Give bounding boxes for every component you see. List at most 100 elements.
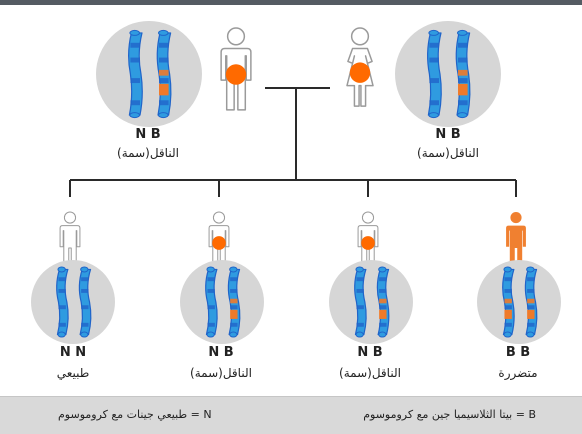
child-4-status-label: متضررة xyxy=(498,366,538,380)
chromosome-cap xyxy=(355,331,364,338)
father-chromosome-left xyxy=(128,29,143,119)
chromosome-band xyxy=(527,277,535,282)
child-3-gene-label: N B xyxy=(357,345,383,360)
chromosome-cap xyxy=(206,331,215,338)
child-2-gene-label: N B xyxy=(208,345,234,360)
beta-gene-band xyxy=(504,298,512,304)
chromosome-band xyxy=(458,57,468,63)
chromosome-cap xyxy=(428,29,439,36)
mother-figure xyxy=(346,27,374,107)
chromosome-band xyxy=(356,288,364,293)
mother-chromosome-left xyxy=(427,29,442,119)
beta-gene-band xyxy=(527,309,535,319)
mother-chromosome-circle xyxy=(395,21,501,127)
father-status-label: الناقل(سمة) xyxy=(117,146,179,160)
father-gene-label: N B xyxy=(135,127,161,142)
child-3-status-label: الناقل(سمة) xyxy=(339,366,401,380)
figure-head xyxy=(63,211,77,224)
child-4-gene-label: B B xyxy=(505,345,531,360)
chromosome-band xyxy=(230,277,238,282)
chromosome-band xyxy=(207,288,215,293)
child-4-figure xyxy=(506,212,526,267)
beta-gene-band xyxy=(504,309,512,319)
chromosome-band xyxy=(527,288,535,293)
mother-gene-label: N B xyxy=(435,127,461,142)
gene-marker-dot xyxy=(349,62,371,83)
chromosome-cap xyxy=(457,112,468,119)
beta-gene-band xyxy=(159,69,169,76)
chromosome-band xyxy=(81,288,89,293)
child-3-figure xyxy=(357,211,379,268)
chromosome-band xyxy=(81,305,89,310)
child-3-chromosome-right xyxy=(376,266,390,338)
chromosome-cap xyxy=(57,331,66,338)
child-2-chromosome-circle xyxy=(180,260,264,344)
chromosome-band xyxy=(504,277,512,282)
child-4-chromosome-right xyxy=(524,266,538,338)
chromosome-band xyxy=(130,100,140,106)
figure-head xyxy=(212,211,226,224)
chromosome-band xyxy=(356,322,364,327)
chromosome-band xyxy=(207,322,215,327)
chromosome-band xyxy=(130,57,140,63)
chromosome-band xyxy=(159,100,169,106)
child-3-chromosome-circle xyxy=(329,260,413,344)
chromosome-band xyxy=(458,78,468,84)
chromosome-band xyxy=(159,78,169,84)
mother-status-label: الناقل(سمة) xyxy=(417,146,479,160)
chromosome-band xyxy=(429,42,439,48)
chromosome-band xyxy=(81,277,89,282)
chromosome-cap xyxy=(229,266,238,273)
father-figure xyxy=(220,27,252,111)
chromosome-band xyxy=(207,305,215,310)
chromosome-cap xyxy=(503,266,512,273)
chromosome-band xyxy=(429,100,439,106)
chromosome-cap xyxy=(355,266,364,273)
chromosome-band xyxy=(527,322,535,327)
chromosome-cap xyxy=(378,266,387,273)
legend-beta: B = بيتا الثلاسيميا جين مع كروموسوم xyxy=(363,408,536,421)
chromosome-band xyxy=(159,57,169,63)
chromosome-band xyxy=(379,305,387,310)
chromosome-band xyxy=(230,322,238,327)
beta-gene-band xyxy=(379,298,387,304)
pedigree-lines xyxy=(69,87,517,197)
chromosome-band xyxy=(458,42,468,48)
beta-gene-band xyxy=(230,298,238,304)
inheritance-diagram xyxy=(31,21,561,344)
chromosome-cap xyxy=(206,266,215,273)
chromosome-band xyxy=(356,277,364,282)
gene-marker-dot xyxy=(225,64,247,85)
chromosome-band xyxy=(429,57,439,63)
chromosome-band xyxy=(504,305,512,310)
figures-layer xyxy=(59,27,526,268)
beta-gene-band xyxy=(527,298,535,304)
chromosome-cap xyxy=(129,29,140,36)
child-2-status-label: الناقل(سمة) xyxy=(190,366,252,380)
chromosome-band xyxy=(58,305,66,310)
chromosome-cap xyxy=(526,331,535,338)
child-1-chromosome-right xyxy=(78,266,92,338)
chromosome-band xyxy=(356,305,364,310)
top-bar xyxy=(0,0,582,5)
child-1-chromosome-circle xyxy=(31,260,115,344)
chromosome-band xyxy=(58,277,66,282)
chromosome-band xyxy=(230,288,238,293)
child-2-chromosome-right xyxy=(227,266,241,338)
figure-body xyxy=(59,225,81,268)
chromosome-cap xyxy=(158,29,169,36)
chromosome-band xyxy=(58,322,66,327)
chromosome-band xyxy=(207,277,215,282)
chromosome-band xyxy=(504,322,512,327)
gene-marker-dot xyxy=(212,236,226,250)
chromosomes-layer xyxy=(31,21,561,344)
child-1-gene-label: N N xyxy=(59,345,87,360)
chromosome-cap xyxy=(158,112,169,119)
beta-gene-band xyxy=(458,83,468,96)
chromosome-band xyxy=(58,288,66,293)
beta-gene-band xyxy=(379,309,387,319)
chromosome-cap xyxy=(503,331,512,338)
figure-head xyxy=(350,27,370,46)
child-4-chromosome-left xyxy=(502,266,515,338)
beta-gene-band xyxy=(159,83,169,96)
